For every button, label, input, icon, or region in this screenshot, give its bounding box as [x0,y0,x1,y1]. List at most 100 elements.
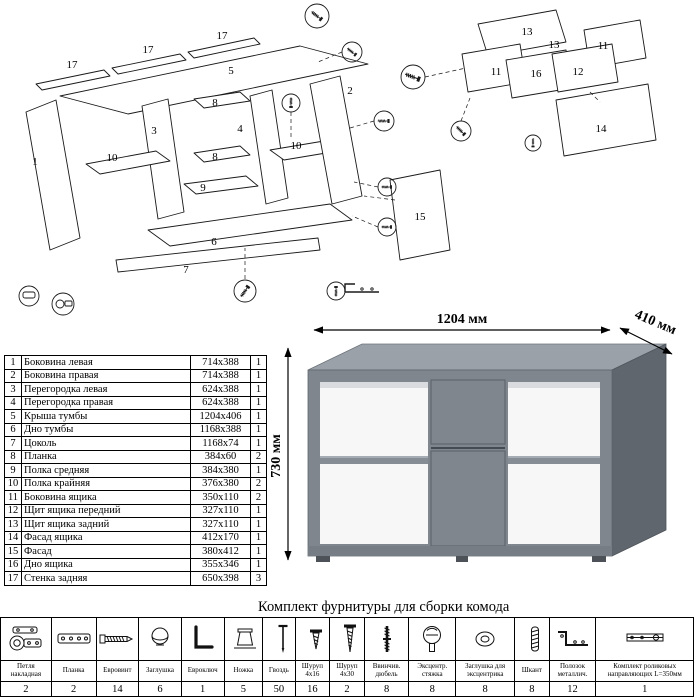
dowel-screw-icon [382,626,391,652]
part-label: 2 [347,85,353,97]
wood-dowel-icon [531,626,540,652]
part-label: 17 [143,44,155,56]
dresser-rendering: 1204 мм 410 мм 730 мм [269,308,679,562]
part-size: 1204x406 [190,409,251,424]
part-number: 12 [4,503,22,518]
hardware-labels-row: Петля накладная Планка Евровинт Заглушка… [0,660,694,682]
screw-callouts [18,3,542,316]
part-qty: 1 [250,517,267,532]
part-label: 1 [32,156,38,168]
part-number: 17 [4,571,22,586]
part-qty: 1 [250,355,267,370]
part-number: 14 [4,530,22,545]
part-qty: 1 [250,368,267,383]
hardware-label: Заглушка для эксцентрика [455,660,516,682]
hardware-qty: 8 [408,681,457,697]
part-number: 3 [4,382,22,397]
part-size: 380x412 [190,544,251,559]
hardware-qty: 8 [363,681,410,697]
hardware-label: Ввинчив. дюбель [363,660,410,682]
width-dimension: 1204 мм [437,312,488,327]
plate-icon [57,633,91,644]
part-label: 8 [212,97,218,109]
drawer-exploded-view [461,9,657,157]
part-qty: 1 [250,463,267,478]
hardware-label: Евровинт [95,660,140,682]
hardware-qty: 16 [294,681,331,697]
hardware-kit-title: Комплект фурнитуры для сборки комода [258,599,510,615]
part-qty: 1 [250,544,267,559]
part-name: Дно ящика [21,557,191,572]
drawer-slide-icon [626,633,664,642]
part-number: 5 [4,409,22,424]
hardware-qty: 12 [548,681,597,697]
hardware-label: Эксцентр. стяжка [408,660,457,682]
hardware-icons-row [0,617,694,661]
part-number: 1 [4,355,22,370]
hardware-label: Шкант [514,660,550,682]
hardware-table: Петля накладная Планка Евровинт Заглушка… [0,617,694,697]
part-label: 10 [291,140,303,152]
hardware-label: Ножка [223,660,264,682]
hardware-label: Шуруп 4x16 [294,660,331,682]
hardware-label: Заглушка [138,660,182,682]
hardware-qty: 8 [514,681,550,697]
part-label: 7 [183,264,189,276]
foot-icon [233,628,256,649]
hardware-label: Планка [50,660,97,682]
part-label: 11 [491,66,502,78]
part-size: 650x398 [190,571,251,586]
part-name: Перегородка левая [21,382,191,397]
part-size: 350x110 [190,490,251,505]
part-name: Щит ящика задний [21,517,191,532]
part-size: 624x388 [190,395,251,410]
assembly-diagram: 17 17 17 5 1 3 10 8 4 8 9 10 2 6 7 15 13… [18,3,657,316]
part-name: Фасад ящика [21,530,191,545]
hardware-qty: 1 [180,681,225,697]
hinge-icon [9,626,42,651]
hardware-qty-row: 2 2 14 6 1 5 50 16 2 8 8 8 8 12 1 [0,681,694,697]
euro-screw-icon [99,634,134,644]
part-number: 6 [4,422,22,437]
part-name: Крыша тумбы [21,409,191,424]
hardware-label: Гвоздь [262,660,296,682]
part-name: Цоколь [21,436,191,451]
depth-dimension: 410 мм [632,308,678,338]
hardware-qty: 50 [262,681,296,697]
part-number: 8 [4,449,22,464]
hardware-qty: 2 [50,681,97,697]
part-label: 15 [415,211,427,223]
part-label: 17 [217,30,229,42]
part-size: 376x380 [190,476,251,491]
part-size: 1168x74 [190,436,251,451]
part-size: 1168x388 [190,422,251,437]
part-size: 412x170 [190,530,251,545]
part-name: Щит ящика передний [21,503,191,518]
part-label: 16 [531,68,543,80]
hardware-qty: 1 [595,681,694,697]
part-qty: 3 [250,571,267,586]
part-number: 11 [4,490,22,505]
hardware-qty: 5 [223,681,264,697]
part-label: 9 [200,182,206,194]
hardware-qty: 2 [0,681,52,697]
part-number: 10 [4,476,22,491]
part-qty: 1 [250,382,267,397]
assembly-leader-lines [244,51,601,279]
dresser-body [307,343,667,562]
cabinet-exploded-view [25,37,451,273]
part-label: 6 [211,236,217,248]
part-size: 327x110 [190,503,251,518]
part-label: 3 [151,125,157,137]
part-size: 355x346 [190,557,251,572]
